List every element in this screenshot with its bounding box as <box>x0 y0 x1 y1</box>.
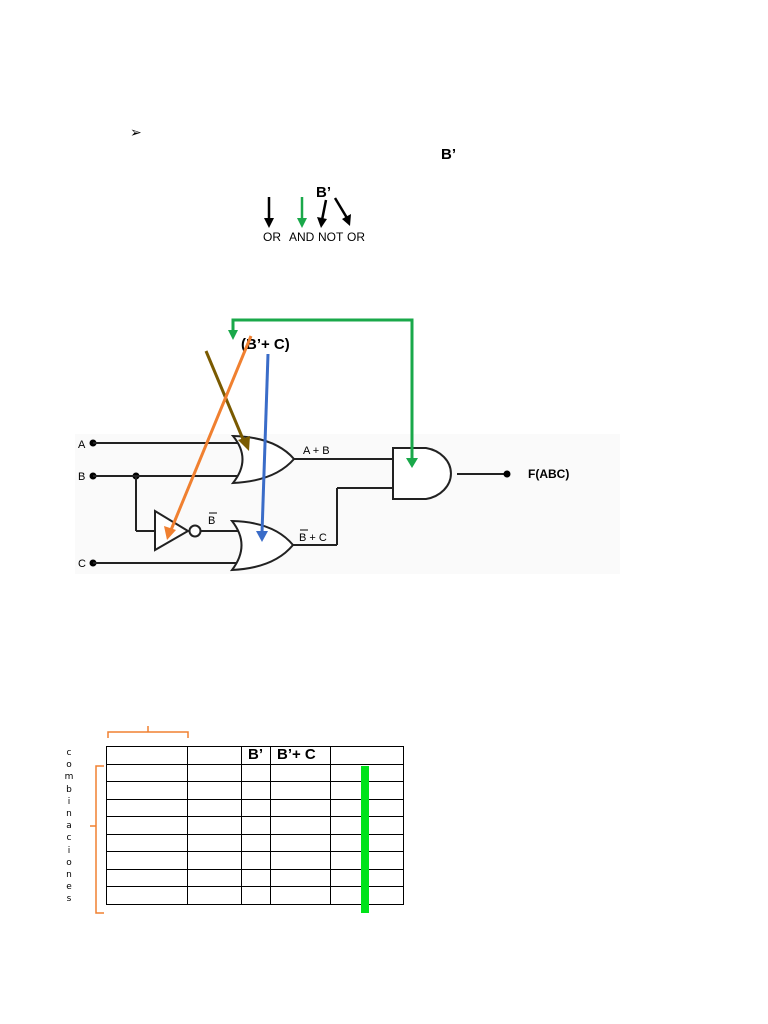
logic-circuit-diagram: A B C B A + B B + C F(ABC) (B’+ C) <box>78 318 569 572</box>
table-row <box>106 868 404 887</box>
legend-label-or2: OR <box>347 230 365 244</box>
input-label-b: B <box>78 471 85 483</box>
or-gate-2 <box>229 519 295 572</box>
table-header-row: B’ B’+ C <box>106 746 404 765</box>
table-row <box>106 886 404 905</box>
legend-label-not: NOT <box>318 230 344 244</box>
orange-brace-left <box>90 765 104 914</box>
not-output-label: B <box>208 515 215 527</box>
table-row <box>106 833 404 852</box>
legend-label-or: OR <box>263 230 281 244</box>
table-row <box>106 781 404 800</box>
header-cell-1 <box>106 746 188 765</box>
legend-arrow-and <box>297 197 307 228</box>
green-arrow <box>228 318 418 468</box>
circuit-wires <box>93 442 507 564</box>
gate-legend: B’ OR AND NOT OR <box>263 184 365 244</box>
and-gate <box>392 447 452 500</box>
table-row <box>106 816 404 835</box>
combinaciones-label: c o m b i n a c i o n e s <box>64 748 74 905</box>
highlight-bar <box>361 766 369 913</box>
legend-arrow-or <box>264 197 274 228</box>
legend-b-prime: B’ <box>316 184 331 201</box>
truth-table: B’ B’+ C <box>106 746 404 905</box>
blue-arrow <box>256 353 270 542</box>
table-row <box>106 763 404 782</box>
circuit-panel <box>75 434 620 574</box>
legend-label-and: AND <box>289 230 315 244</box>
orange-brace-top <box>107 726 189 738</box>
table-row <box>106 798 404 817</box>
input-label-a: A <box>78 439 86 451</box>
input-label-c: C <box>78 558 86 570</box>
or2-output-label: B + C <box>299 532 327 544</box>
table-row <box>106 851 404 870</box>
b-prime-label: B’ <box>441 146 456 163</box>
expression-label: (B’+ C) <box>241 336 290 353</box>
legend-arrow-not <box>317 199 328 228</box>
header-cell-5 <box>330 746 404 765</box>
header-cell-b-prime-plus-c: B’+ C <box>270 746 331 765</box>
header-cell-2 <box>187 746 242 765</box>
bullet-arrow-icon: ➢ <box>130 124 142 140</box>
header-cell-b-prime: B’ <box>241 746 271 765</box>
output-node <box>503 470 511 478</box>
legend-arrow-or2 <box>333 197 351 226</box>
orange-arrow <box>164 335 253 540</box>
final-output-label: F(ABC) <box>528 467 569 481</box>
or1-output-label: A + B <box>303 445 330 457</box>
